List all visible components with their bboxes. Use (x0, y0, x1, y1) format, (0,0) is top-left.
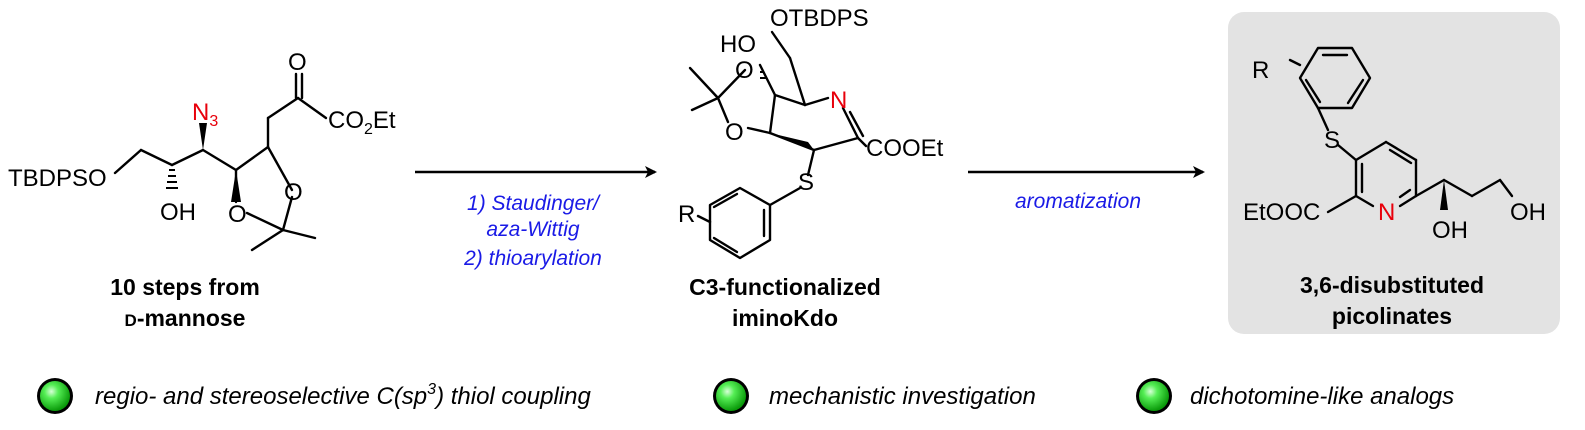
feature-3-text: dichotomine-like analogs (1190, 383, 1454, 410)
feature-1-text: regio- and stereoselective C(sp3) thiol … (95, 381, 591, 410)
feature-2-text: mechanistic investigation (769, 383, 1036, 410)
iminokdo-caption-line1: C3-functionalized (689, 274, 881, 300)
ketone-oxygen: O (288, 49, 307, 76)
arrow1-condition-line3: 2) thioarylation (463, 247, 602, 270)
iminokdo-structure: OTBDPS HO O O N COOEt S R (678, 5, 944, 260)
product-highlight-box (1228, 12, 1560, 334)
pyridine-nitrogen: N (1378, 199, 1395, 226)
primary-hydroxyl-label: OH (1510, 199, 1546, 226)
arrow1-condition-line1: 1) Staudinger/ (467, 192, 601, 215)
secondary-hydroxyl-label: OH (1432, 217, 1468, 244)
imine-nitrogen: N (830, 87, 847, 114)
hydroxyl-label: OH (160, 199, 196, 226)
arrow1-condition-line2: aza-Wittig (486, 218, 579, 241)
hydroxyl-label: HO (720, 31, 756, 58)
dioxolane-oxygen-1: O (228, 201, 247, 228)
r-group-label: R (1252, 57, 1269, 84)
starting-material-caption-line1: 10 steps from (110, 274, 260, 300)
sulfur-label: S (1324, 127, 1340, 154)
acetonide-oxygen-top: O (735, 57, 754, 84)
feature-item-3: dichotomine-like analogs (1136, 378, 1454, 414)
ester-label: CO2Et (328, 107, 396, 138)
tbdpso-label: TBDPSO (8, 165, 107, 192)
starting-material-caption-line2: D-mannose (125, 305, 246, 331)
picolinate-caption-line2: picolinates (1332, 303, 1452, 329)
acetonide-oxygen-bottom: O (725, 119, 744, 146)
picolinate-caption-line1: 3,6-disubstituted (1300, 272, 1484, 298)
sulfur-label: S (798, 169, 814, 196)
feature-item-2: mechanistic investigation (713, 378, 1036, 414)
picolinate-structure: R S N EtOOC OH OH (1243, 46, 1546, 244)
arrow2-condition: aromatization (1015, 190, 1141, 213)
iminokdo-caption-line2: iminoKdo (732, 305, 838, 331)
starting-material-structure: TBDPSO OH N3 O O O CO2Et (8, 49, 396, 252)
dioxolane-oxygen-2: O (284, 179, 303, 206)
ethyl-ester-label: EtOOC (1243, 199, 1320, 226)
azide-label: N3 (192, 99, 218, 130)
feature-item-1: regio- and stereoselective C(sp3) thiol … (37, 378, 591, 414)
r-group-label: R (678, 201, 695, 228)
ester-label: COOEt (866, 135, 944, 162)
otbdps-label: OTBDPS (770, 5, 869, 32)
